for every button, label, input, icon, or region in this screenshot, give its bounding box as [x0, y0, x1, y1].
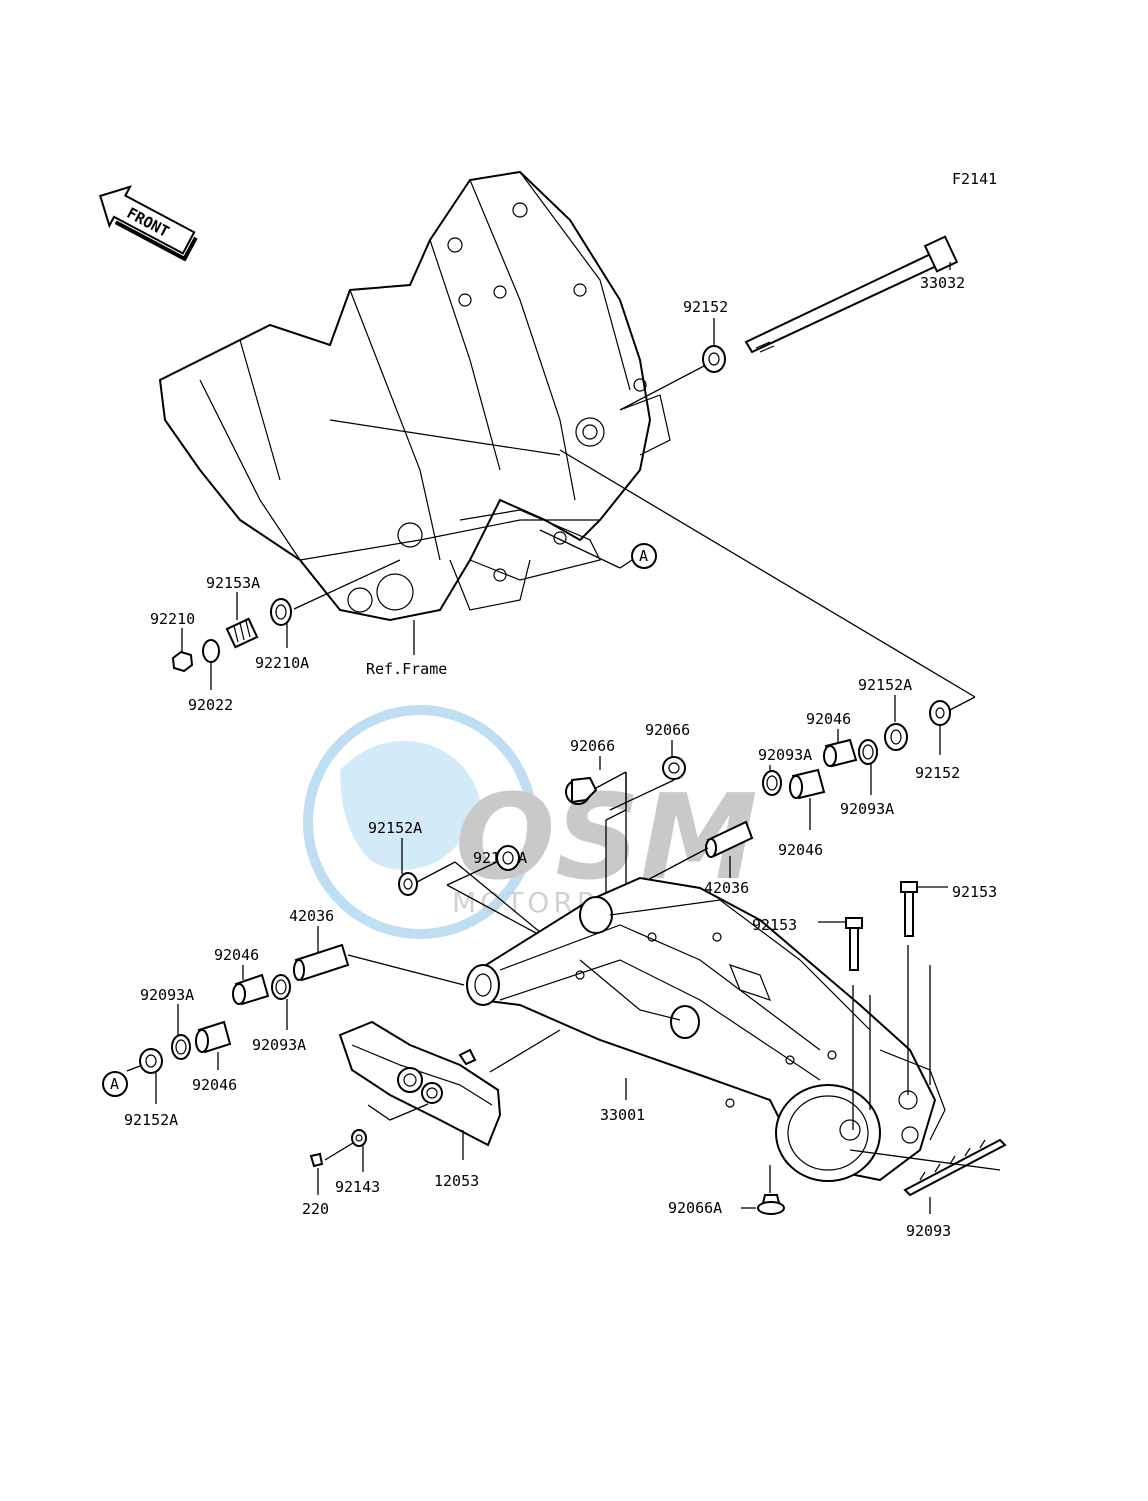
cap-92066A: 92066A	[668, 1165, 785, 1217]
label-12053: 12053	[434, 1172, 479, 1190]
label-92046-l2: 92046	[192, 1076, 237, 1094]
bolts-92153: 92153 92153	[752, 881, 997, 1130]
pivot-shaft: 33032	[744, 235, 965, 354]
label-92153-b: 92153	[952, 883, 997, 901]
left-pivot-hardware: 92210 92022 92153A 92210A	[150, 559, 401, 714]
label-33001: 33001	[600, 1106, 645, 1124]
left-bearing-group: 42036 92046 92093A 92093A 92046 92152A	[124, 907, 465, 1129]
label-92093A-l1: 92093A	[140, 986, 194, 1004]
callout-a-bottom: A	[102, 1071, 128, 1097]
label-92093: 92093	[906, 1222, 951, 1240]
label-92093A-l2: 92093A	[252, 1036, 306, 1054]
label-92153A: 92153A	[206, 574, 260, 592]
watermark-globe-ring-icon	[303, 705, 537, 939]
label-92153-a: 92153	[752, 916, 797, 934]
label-92046-r2: 92046	[778, 841, 823, 859]
label-92093A-r1: 92093A	[840, 800, 894, 818]
label-42036-right: 42036	[704, 879, 749, 897]
label-220: 220	[302, 1200, 329, 1218]
label-92093A-r2: 92093A	[758, 746, 812, 764]
middle-caps-group: 92066 92066 92152A 92152A	[368, 721, 690, 978]
guide-92093: 92093	[849, 1138, 1007, 1240]
label-92022: 92022	[188, 696, 233, 714]
label-92046-r1: 92046	[806, 710, 851, 728]
callout-a-top: A	[539, 529, 657, 569]
label-42036-left: 42036	[289, 907, 334, 925]
diagram-code: F2141	[952, 170, 997, 188]
label-92152-top: 92152	[683, 298, 728, 316]
label-92066A: 92066A	[668, 1199, 722, 1217]
label-92046-l1: 92046	[214, 946, 259, 964]
frame-drawing	[158, 170, 671, 622]
right-bearing-group: 92152A 92152 92046 92093A 92093A 92046 4…	[639, 676, 960, 897]
label-92066-a: 92066	[570, 737, 615, 755]
label-92210: 92210	[150, 610, 195, 628]
label-92152A-bl: 92152A	[124, 1111, 178, 1129]
washer-92152-top: 92152	[683, 298, 728, 373]
callout-a-bottom-letter: A	[110, 1075, 119, 1093]
label-92210A: 92210A	[255, 654, 309, 672]
swingarm-drawing: 33001	[466, 876, 946, 1182]
small-hardware: 92143 220	[302, 1129, 380, 1218]
label-92143: 92143	[335, 1178, 380, 1196]
front-arrow-icon: FRONT	[99, 185, 198, 262]
label-92152A-right: 92152A	[858, 676, 912, 694]
label-92152A-left: 92152A	[368, 819, 422, 837]
chain-guard-drawing: 12053	[338, 1020, 561, 1190]
watermark-globe-land-icon	[340, 740, 480, 870]
callout-a-top-letter: A	[639, 547, 648, 565]
label-33032: 33032	[920, 274, 965, 292]
ref-frame-label: Ref.Frame	[366, 660, 447, 678]
label-92066-b: 92066	[645, 721, 690, 739]
label-92152-right: 92152	[915, 764, 960, 782]
